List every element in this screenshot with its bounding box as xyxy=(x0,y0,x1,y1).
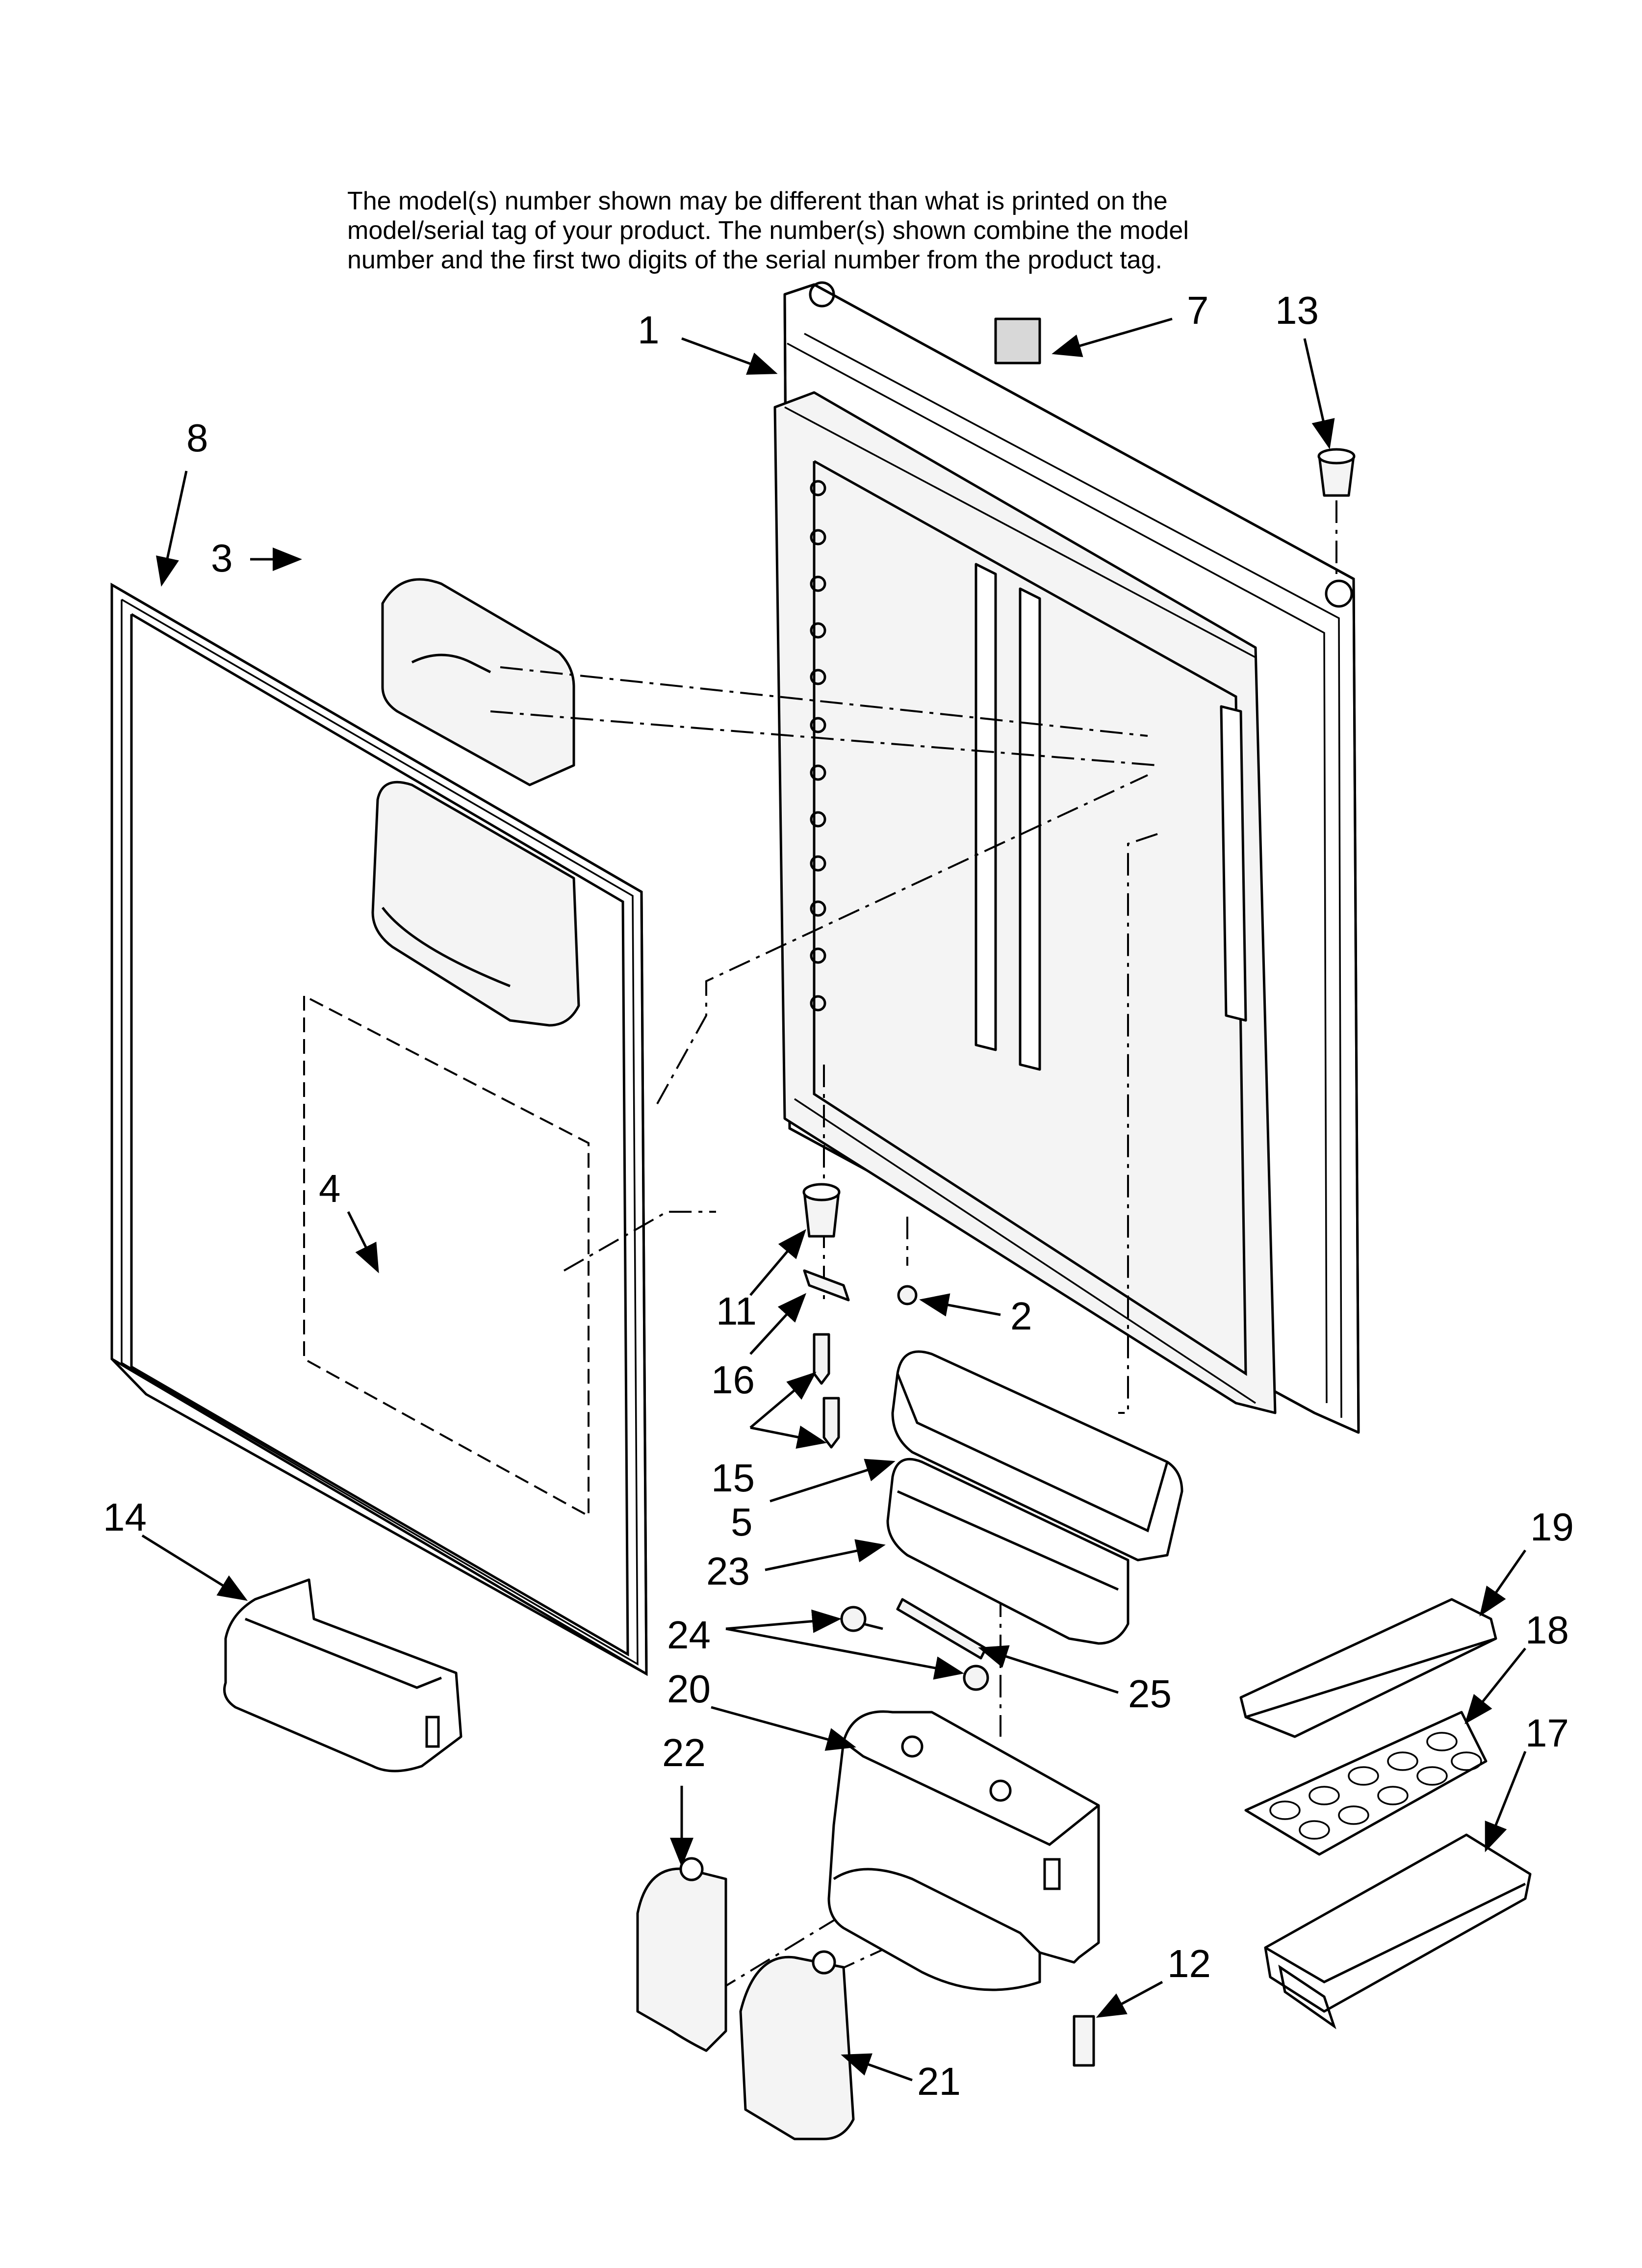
callout-7: 7 xyxy=(1187,288,1209,332)
door-liner-frame xyxy=(773,281,1360,1434)
callout-8: 8 xyxy=(186,416,208,460)
callout-numbers: 1 7 13 8 3 4 11 2 16 15 5 23 24 25 20 22… xyxy=(103,288,1574,2103)
callout-2: 2 xyxy=(1010,1294,1032,1338)
callout-13: 13 xyxy=(1275,288,1319,332)
shelf-peg-holes xyxy=(810,480,826,1012)
door-bin-left xyxy=(223,1578,462,1773)
deli-bin xyxy=(886,1458,1129,1645)
callout-3: 3 xyxy=(211,536,233,580)
callout-24: 24 xyxy=(667,1613,711,1657)
callout-23: 23 xyxy=(706,1549,750,1593)
door-closure-cam xyxy=(802,1183,841,1238)
egg-tray xyxy=(1244,1711,1488,1856)
right-cover xyxy=(739,1950,855,2140)
callout-5: 5 xyxy=(731,1500,753,1544)
left-cover xyxy=(636,1857,727,2052)
door-stop-pin xyxy=(897,1285,918,1305)
bin-rod xyxy=(896,1598,987,1660)
callout-1: 1 xyxy=(638,308,660,352)
bin-clips xyxy=(840,1606,989,1691)
cam-bracket xyxy=(803,1269,850,1302)
callout-18: 18 xyxy=(1525,1608,1569,1652)
callout-14: 14 xyxy=(103,1495,147,1539)
callout-16: 16 xyxy=(711,1358,755,1402)
label-tag xyxy=(994,317,1041,365)
note-line-1: The model(s) number shown may be differe… xyxy=(347,187,1168,215)
model-number-note: The model(s) number shown may be differe… xyxy=(347,186,1377,275)
callout-12: 12 xyxy=(1167,1942,1211,1985)
callout-4: 4 xyxy=(319,1167,341,1210)
dispenser-assembly xyxy=(303,578,590,1518)
callout-15: 15 xyxy=(711,1456,755,1500)
callout-11: 11 xyxy=(716,1289,757,1333)
callout-leaders xyxy=(141,317,1527,2082)
hinge-plug xyxy=(1317,448,1356,579)
callout-21: 21 xyxy=(917,2059,961,2103)
note-line-2: model/serial tag of your product. The nu… xyxy=(347,216,1189,245)
callout-19: 19 xyxy=(1530,1505,1574,1549)
callout-22: 22 xyxy=(662,1731,706,1774)
door-bin xyxy=(891,1350,1183,1562)
callout-25: 25 xyxy=(1128,1672,1172,1716)
callout-17: 17 xyxy=(1525,1711,1569,1755)
screws xyxy=(813,1333,840,1449)
note-line-3: number and the first two digits of the s… xyxy=(347,246,1162,274)
small-clip xyxy=(1073,2015,1095,2067)
ice-bin-housing xyxy=(827,1710,1100,1991)
storage-tray xyxy=(1264,1833,1532,2030)
callout-20: 20 xyxy=(667,1667,711,1711)
tray-cover xyxy=(1239,1598,1497,1738)
